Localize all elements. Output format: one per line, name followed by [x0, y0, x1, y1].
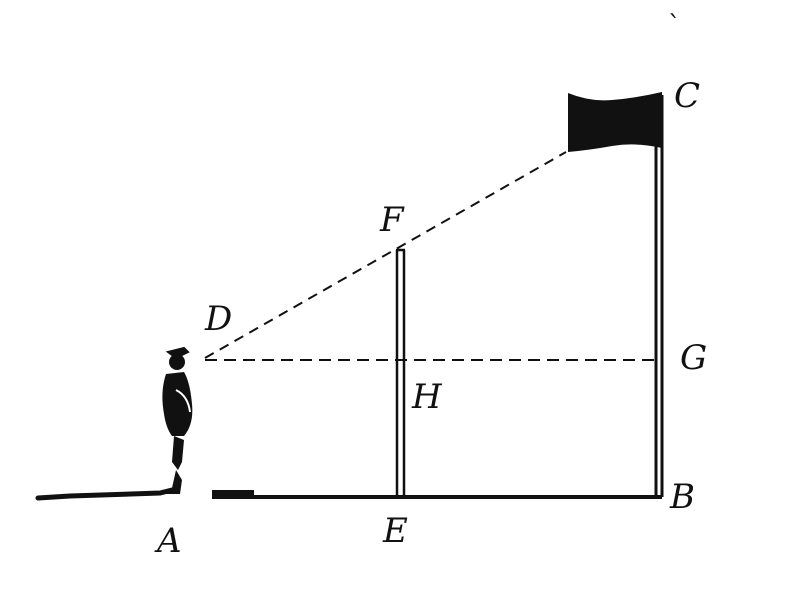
label-g: G [680, 338, 707, 378]
label-a: A [154, 521, 182, 561]
person-figure [162, 346, 193, 494]
label-d: D [204, 299, 232, 339]
label-b: B [669, 477, 695, 517]
flag [568, 92, 662, 152]
ground-dash [212, 490, 254, 497]
label-c: C [674, 76, 700, 116]
stray-mark: ` [668, 11, 681, 41]
label-f: F [379, 200, 405, 240]
label-h: H [411, 377, 443, 417]
label-e: E [382, 511, 408, 551]
sight-line-dfc [204, 151, 567, 359]
ground-line-left [35, 487, 175, 501]
